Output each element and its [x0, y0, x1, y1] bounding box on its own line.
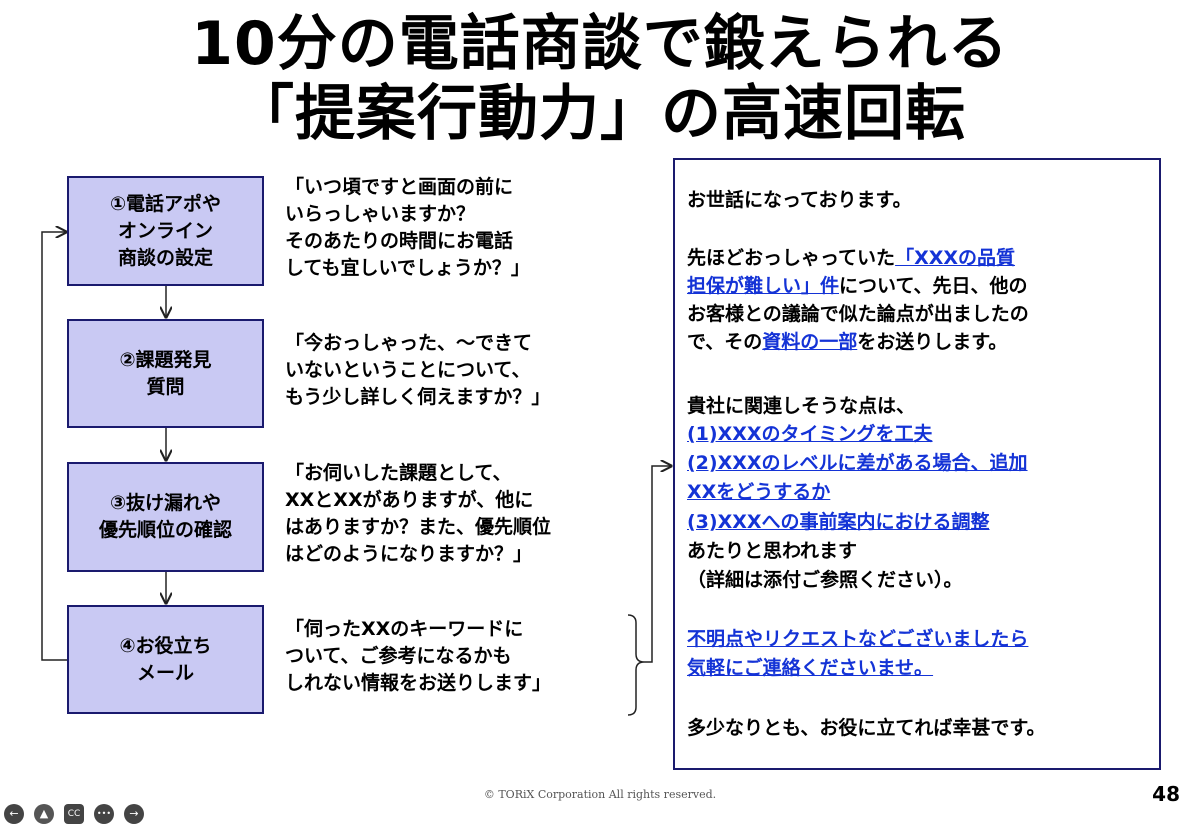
step-box-priority-check: ③抜け漏れや 優先順位の確認	[67, 462, 264, 572]
quote-line: そのあたりの時間にお電話	[285, 230, 514, 252]
quote-line: いらっしゃいますか？	[285, 203, 476, 225]
mail-line: （詳細は添付ご参照ください）。	[687, 569, 963, 591]
mail-point-2-cont: XXをどうするか	[687, 481, 831, 503]
mail-text: 先ほどおっしゃっていた	[687, 247, 896, 269]
step4-quote: 「伺ったXXのキーワードに ついて、ご参考になるかも しれない情報をお送りします…	[285, 616, 660, 697]
sample-email-panel: お世話になっております。 先ほどおっしゃっていた「XXXの品質 担保が難しい」件…	[673, 158, 1161, 770]
step-box-helpful-mail: ④お役立ち メール	[67, 605, 264, 714]
mail-line: で、その資料の一部をお送りします。	[687, 328, 1007, 356]
mail-text: をお送りします。	[857, 331, 1008, 353]
step3-label-line: ③抜け漏れや	[109, 492, 222, 514]
prev-slide-icon[interactable]: ←	[4, 804, 24, 824]
more-options-icon[interactable]: •••	[94, 804, 114, 824]
mail-highlight-link: 「XXXの品質	[895, 247, 1016, 269]
step2-label-line: 質問	[146, 375, 185, 398]
page-number: 48	[1152, 782, 1180, 806]
slide-title-line2: 「提案行動力」の高速回転	[234, 79, 966, 149]
step3-label-line: 優先順位の確認	[98, 519, 232, 541]
step2-quote: 「今おっしゃった、〜できて いないということについて、 もう少し詳しく伺えますか…	[285, 330, 660, 411]
quote-line: 「お伺いした課題として、	[285, 462, 512, 484]
step-box-issue-discovery: ②課題発見 質問	[67, 319, 264, 428]
mail-contact-line: 気軽にご連絡くださいませ。	[687, 657, 934, 679]
step1-label-line: ①電話アポや	[109, 192, 222, 215]
loop-back-arrow	[41, 232, 67, 661]
mail-highlight-link: 資料の一部	[762, 331, 858, 353]
pointer-icon[interactable]: ▲	[34, 804, 54, 824]
next-slide-icon[interactable]: →	[124, 804, 144, 824]
step1-label-line: オンライン	[117, 219, 213, 242]
mail-text: について、先日、他の	[839, 275, 1028, 297]
quote-line: はどのようになりますか？」	[285, 543, 533, 565]
quote-line: もう少し詳しく伺えますか？」	[285, 386, 551, 408]
mail-point-1: (1)XXXのタイミングを工夫	[687, 423, 933, 445]
mail-highlight-link: 担保が難しい」件	[687, 275, 840, 297]
arrow-to-mail-panel	[644, 466, 671, 663]
mail-line: 先ほどおっしゃっていた「XXXの品質	[687, 244, 1015, 272]
mail-greeting: お世話になっております。	[687, 189, 912, 211]
step2-label-line: ②課題発見	[119, 348, 212, 371]
quote-line: はありますか？また、優先順位	[285, 516, 552, 538]
step1-quote: 「いつ頃ですと画面の前に いらっしゃいますか？ そのあたりの時間にお電話 しても…	[285, 174, 660, 282]
quote-line: しれない情報をお送りします」	[285, 672, 552, 694]
quote-line: 「伺ったXXのキーワードに	[285, 618, 524, 640]
mail-closing: 多少なりとも、お役に立てれば幸甚です。	[687, 717, 1046, 739]
mail-line: 担保が難しい」件について、先日、他の	[687, 272, 1028, 300]
quote-line: ついて、ご参考になるかも	[285, 645, 512, 667]
step4-label-line: ④お役立ち	[119, 634, 212, 657]
mail-line: 貴社に関連しそうな点は、	[687, 395, 916, 417]
quote-line: しても宜しいでしょうか？」	[285, 257, 530, 279]
step4-label-line: メール	[136, 661, 194, 684]
step-box-appointment: ①電話アポや オンライン 商談の設定	[67, 176, 264, 286]
quote-line: XXとXXがありますが、他に	[285, 489, 534, 511]
quote-line: 「今おっしゃった、〜できて	[285, 332, 533, 354]
mail-line: あたりと思われます	[687, 540, 858, 562]
copyright-notice: © TORiX Corporation All rights reserved.	[483, 788, 717, 801]
mail-point-3: (3)XXXへの事前案内における調整	[687, 511, 990, 533]
quote-line: 「いつ頃ですと画面の前に	[285, 176, 514, 198]
step3-quote: 「お伺いした課題として、 XXとXXがありますが、他に はありますか？また、優先…	[285, 460, 660, 568]
step1-label-line: 商談の設定	[117, 246, 213, 269]
mail-contact-line: 不明点やリクエストなどございましたら	[687, 628, 1029, 650]
captions-icon[interactable]: CC	[64, 804, 84, 824]
mail-point-2: (2)XXXのレベルに差がある場合、追加	[687, 452, 1028, 474]
mail-line: お客様との議論で似た論点が出ましたの	[687, 303, 1029, 325]
slide-title-line1: 10分の電話商談で鍛えられる	[191, 9, 1009, 79]
mail-text: で、その	[687, 331, 763, 353]
quote-line: いないということについて、	[285, 359, 531, 381]
